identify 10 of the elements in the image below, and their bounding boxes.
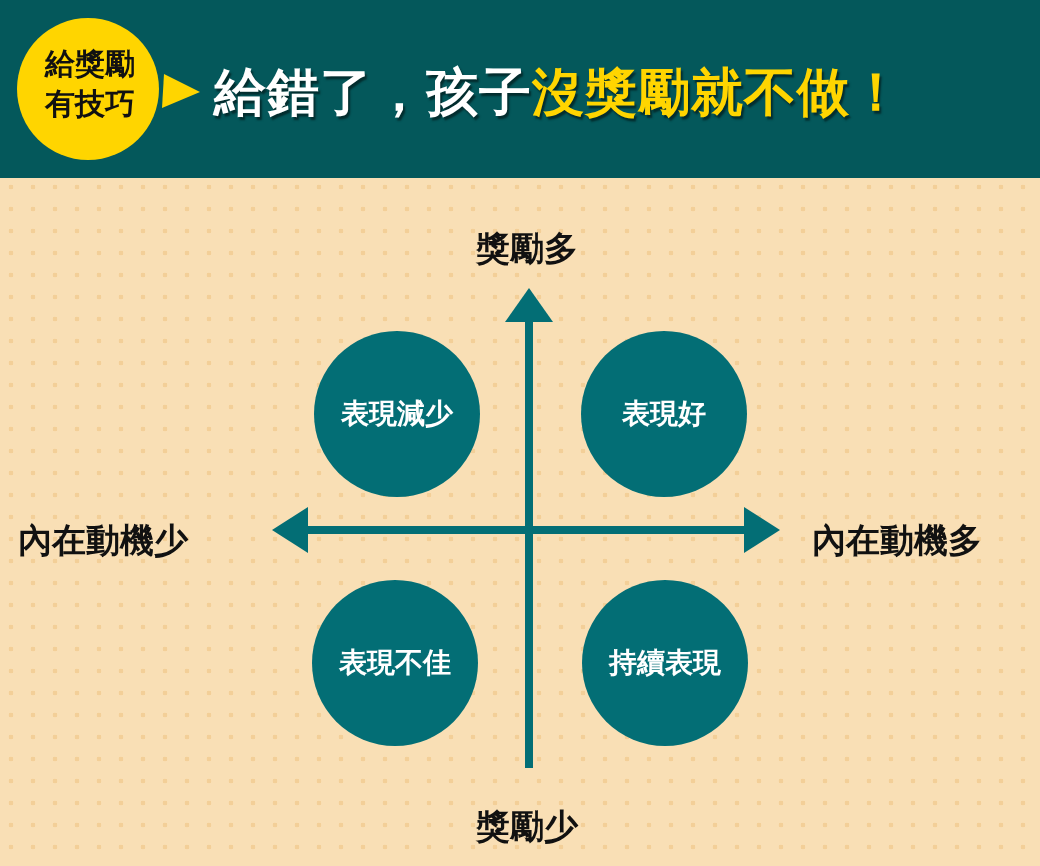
axis-label: 獎勵多 bbox=[476, 227, 578, 269]
axis-label: 獎勵少 bbox=[476, 805, 578, 847]
axis-label: 內在動機多 bbox=[812, 519, 982, 561]
quadrant-label: 表現不佳 bbox=[338, 645, 452, 681]
bubble-text: 給獎勵有技巧 bbox=[44, 45, 136, 123]
quadrant-label: 表現好 bbox=[621, 396, 707, 432]
quadrant-label: 持續表現 bbox=[607, 645, 722, 681]
title: 給錯了，孩子沒獎勵就不做！ bbox=[214, 61, 904, 124]
axis-label: 內在動機少 bbox=[18, 519, 188, 561]
quadrant-label: 表現減少 bbox=[340, 396, 454, 432]
